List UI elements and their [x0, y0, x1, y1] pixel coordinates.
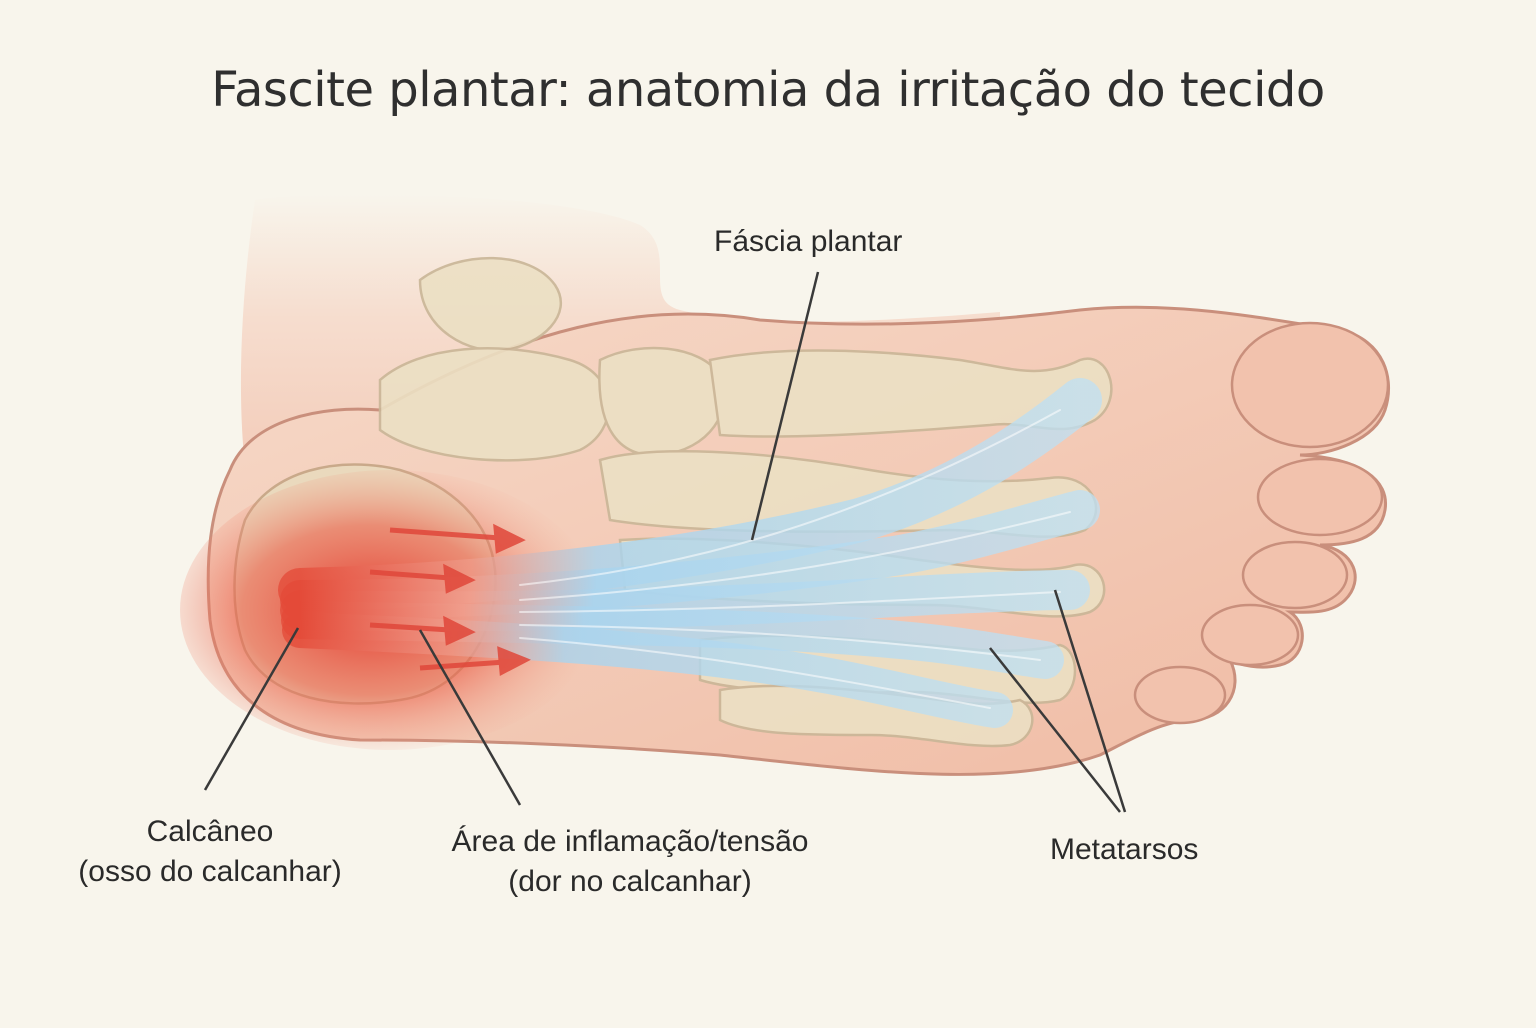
label-inflammation-area: Área de inflamação/tensão (dor no calcan…: [410, 822, 850, 902]
label-inflammation-line2: (dor no calcanhar): [508, 865, 752, 898]
leader-inflam: [418, 629, 522, 806]
label-plantar-fascia-text: Fáscia plantar: [714, 225, 903, 258]
leader-fascia: [750, 271, 820, 541]
label-plantar-fascia: Fáscia plantar: [714, 222, 902, 262]
tension-arrows: [369, 523, 531, 676]
ankle-bones: [418, 256, 563, 352]
label-metatarsals-text: Metatarsos: [1050, 833, 1199, 866]
leader-calcaneo: [203, 627, 300, 791]
page-title: Fascite plantar: anatomia da irritação d…: [211, 62, 1325, 118]
toes: [1133, 321, 1390, 725]
leader-lines: [203, 271, 1127, 813]
label-calcaneus: Calcâneo (osso do calcanhar): [60, 812, 360, 892]
leader-meta-2: [989, 647, 1121, 813]
label-calcaneus-line1: Calcâneo: [146, 815, 274, 848]
label-metatarsals: Metatarsos: [1050, 830, 1198, 870]
label-inflammation-line1: Área de inflamação/tensão: [451, 825, 809, 858]
label-calcaneus-line2: (osso do calcanhar): [78, 855, 342, 888]
leader-meta-1: [1053, 589, 1127, 813]
